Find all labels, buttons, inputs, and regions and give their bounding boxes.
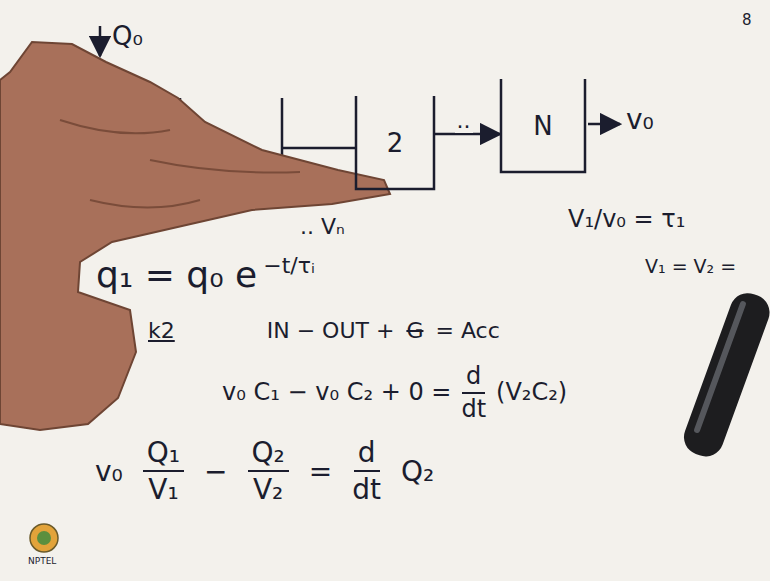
tank-number: N	[533, 111, 552, 141]
equation: Q₂	[401, 456, 434, 488]
tank-volume: .. Vₙ	[300, 214, 345, 239]
page-number: 8	[742, 12, 752, 29]
fraction: d dt	[461, 362, 486, 423]
numerator: Q₂	[248, 436, 289, 472]
equation: v₀ C₁ − v₀ C₂ + 0 =	[222, 379, 451, 407]
math-term: (V₂C₂)	[496, 379, 567, 407]
numerator: Q₁	[143, 436, 184, 472]
marker-pen	[679, 288, 770, 461]
balance-term: = Acc	[435, 318, 499, 343]
term-slot: −	[204, 455, 227, 488]
term-slot: k2	[148, 318, 255, 343]
math-term: v₀	[95, 456, 123, 488]
equation-row: k2 IN − OUT + G = Acc	[148, 318, 500, 343]
residence-time: V₁/v₀ = τ₁	[568, 206, 685, 234]
term-slot: q₁ = q₀ e	[96, 240, 257, 295]
math-term: V₁	[148, 474, 178, 506]
fraction: Q₂ V₂	[248, 436, 289, 506]
balance-term: IN − OUT +	[267, 318, 395, 343]
math-term: d	[358, 437, 376, 469]
outlet-arrow	[588, 123, 620, 126]
fraction: d dt	[352, 436, 381, 506]
cancelled-term: G	[406, 318, 423, 343]
logo-text: NPTEL	[28, 556, 56, 566]
heading: k2	[148, 318, 175, 343]
term-slot: v₀ C₁ − v₀ C₂ + 0 =	[222, 378, 451, 407]
term-slot: IN − OUT +	[267, 318, 395, 343]
hand	[0, 42, 390, 430]
nptel-logo	[30, 524, 58, 552]
pipe	[282, 147, 355, 150]
term-slot: −t/τᵢ	[263, 240, 315, 281]
equation-row: v₀ C₁ − v₀ C₂ + 0 = d dt (V₂C₂)	[222, 362, 567, 423]
numerator: d	[354, 436, 380, 472]
tank-number: 2	[387, 128, 404, 158]
fraction: Q₁ V₁	[143, 436, 184, 506]
equation-row: q₁ = q₀ e−t/τᵢ	[96, 240, 315, 295]
math-term: dt	[352, 474, 381, 506]
math-term: =	[309, 456, 332, 488]
pipe-connector	[435, 133, 500, 136]
exponent: −t/τᵢ	[263, 253, 315, 278]
hand-creases	[60, 120, 300, 208]
edge-label: ..	[455, 108, 473, 133]
math-term: dt	[461, 396, 486, 424]
math-term: Q₂	[252, 437, 285, 469]
term-slot: (V₂C₂)	[496, 378, 567, 407]
tank-wall	[356, 96, 434, 189]
feed-flow: Q₀	[112, 22, 143, 52]
equation: q₁ = q₀ e	[96, 254, 257, 295]
term-slot: = Acc	[435, 318, 499, 343]
feed-arrow	[99, 26, 102, 56]
math-term: Q₁	[147, 437, 180, 469]
math-term: d	[466, 363, 481, 391]
numerator: d	[462, 362, 485, 394]
equal-volumes: V₁ = V₂ =	[645, 256, 736, 278]
math-term: V₂	[253, 474, 283, 506]
term-slot: v₀	[95, 455, 123, 488]
equation-row: v₀Q₁V₁−Q₂V₂=ddtQ₂	[95, 436, 434, 506]
outlet-flow: v₀	[626, 104, 654, 136]
term-slot: G	[406, 318, 423, 343]
denominator: dt	[352, 472, 381, 506]
term-slot: =	[309, 455, 332, 488]
denominator: V₂	[253, 472, 283, 506]
denominator: dt	[461, 394, 486, 424]
tank-box: 2	[355, 95, 435, 190]
tank-box: N	[500, 78, 586, 173]
tank-wall	[501, 79, 585, 172]
term-slot: Q₂	[401, 455, 434, 488]
denominator: V₁	[148, 472, 178, 506]
math-term: −	[204, 456, 227, 488]
